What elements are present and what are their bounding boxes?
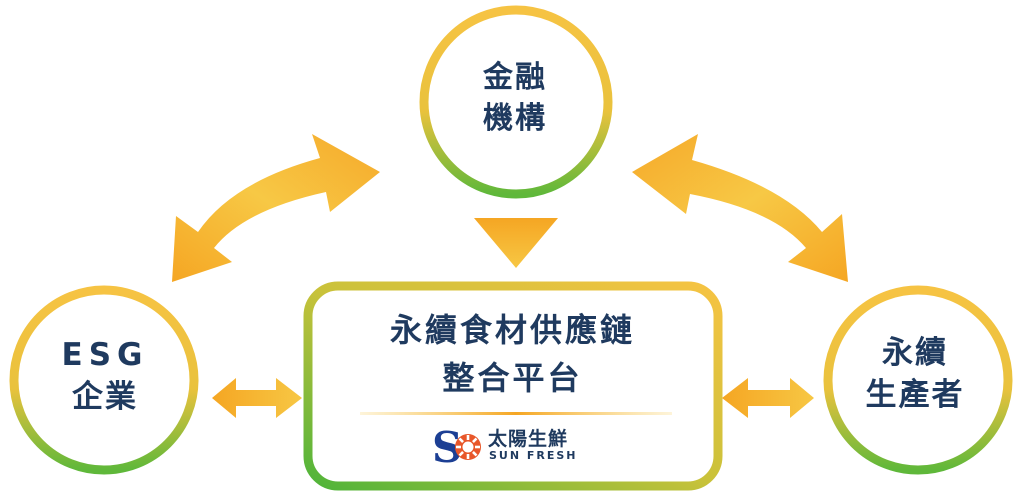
producer-node-ring bbox=[823, 285, 1013, 475]
brand-logo-block: S 太陽生鮮 SUN FRESH bbox=[432, 422, 632, 470]
platform-title-line1: 永續食材供應鏈 bbox=[389, 311, 635, 349]
double-arrow-left bbox=[212, 378, 302, 418]
logo-sun-icon bbox=[455, 434, 481, 460]
curved-arrow-finance-producer bbox=[632, 134, 848, 282]
finance-line2: 機構 bbox=[483, 100, 547, 136]
sun-fresh-logo-icon: S bbox=[432, 424, 481, 468]
platform-title-line2: 整合平台 bbox=[442, 359, 583, 397]
finance-node-label: 金融 機構 bbox=[430, 58, 600, 139]
producer-line2: 生產者 bbox=[865, 376, 965, 413]
esg-line2: 企業 bbox=[72, 378, 138, 415]
esg-node-ring bbox=[9, 285, 199, 475]
down-arrow bbox=[474, 218, 558, 268]
finance-node-ring bbox=[419, 5, 613, 199]
finance-line1: 金融 bbox=[483, 60, 547, 95]
producer-node-label: 永續 生產者 bbox=[820, 333, 1010, 417]
esg-line1: ESG bbox=[61, 337, 149, 373]
producer-line1: 永續 bbox=[882, 335, 948, 371]
double-arrow-right bbox=[722, 378, 814, 418]
platform-box bbox=[303, 281, 723, 491]
brand-name-chinese: 太陽生鮮 bbox=[488, 428, 569, 450]
curved-arrow-finance-esg bbox=[172, 134, 380, 282]
platform-title: 永續食材供應鏈 整合平台 bbox=[310, 306, 715, 402]
brand-name-english: SUN FRESH bbox=[489, 449, 578, 462]
esg-node-label: ESG 企業 bbox=[15, 335, 195, 419]
platform-divider bbox=[360, 412, 672, 415]
